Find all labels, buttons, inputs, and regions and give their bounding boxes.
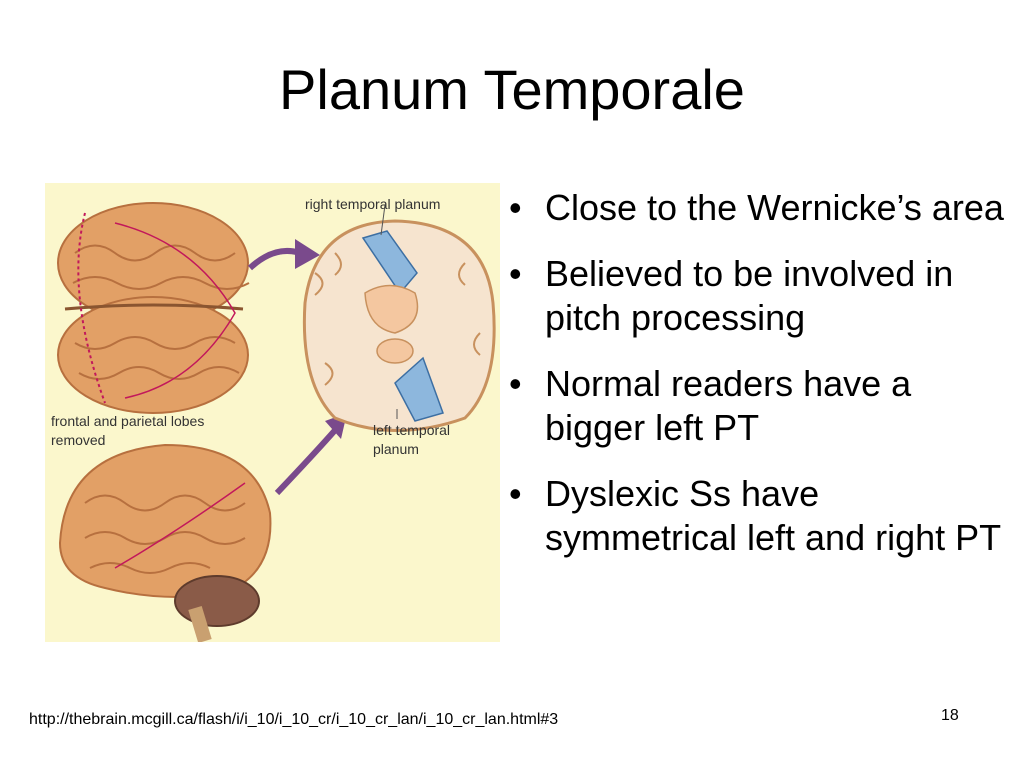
slide-number: 18 — [941, 707, 959, 724]
brain-illustration: right temporal planum frontal and pariet… — [45, 183, 500, 642]
bullet-item: • Dyslexic Ss have symmetrical left and r… — [505, 472, 1005, 560]
bullet-item: • Believed to be involved in pitch proces… — [505, 252, 1005, 340]
bullet-dot: • — [509, 253, 522, 294]
bullet-list: • Close to the Wernicke’s area • Believed … — [505, 186, 1005, 582]
bullet-item: • Close to the Wernicke’s area — [505, 186, 1005, 230]
bullet-text: Close to the Wernicke’s area — [545, 187, 1004, 228]
bullet-item: • Normal readers have a bigger left PT — [505, 362, 1005, 450]
bullet-text: Dyslexic Ss have symmetrical left and ri… — [545, 473, 1002, 558]
label-frontal-parietal: frontal and parietal lobes removed — [51, 413, 205, 448]
arrow-top — [247, 239, 320, 271]
bullet-dot: • — [509, 363, 522, 404]
arrow-bottom — [274, 413, 347, 496]
top-view-brain — [57, 202, 250, 414]
label-left-temporal-planum: left temporal planum — [373, 422, 451, 457]
slide-title: Planum Temporale — [279, 58, 745, 121]
bullet-dot: • — [509, 473, 522, 514]
source-link[interactable]: http://thebrain.mcgill.ca/flash/i/i_10/i… — [29, 711, 559, 728]
brain-cross-section — [302, 204, 496, 432]
side-view-brain — [58, 443, 272, 642]
brain-drawing — [57, 202, 496, 642]
bullet-dot: • — [509, 187, 522, 228]
bullet-text: Normal readers have a bigger left PT — [545, 363, 912, 448]
bullet-text: Believed to be involved in pitch process… — [545, 253, 954, 338]
label-right-temporal-planum: right temporal planum — [305, 196, 441, 212]
